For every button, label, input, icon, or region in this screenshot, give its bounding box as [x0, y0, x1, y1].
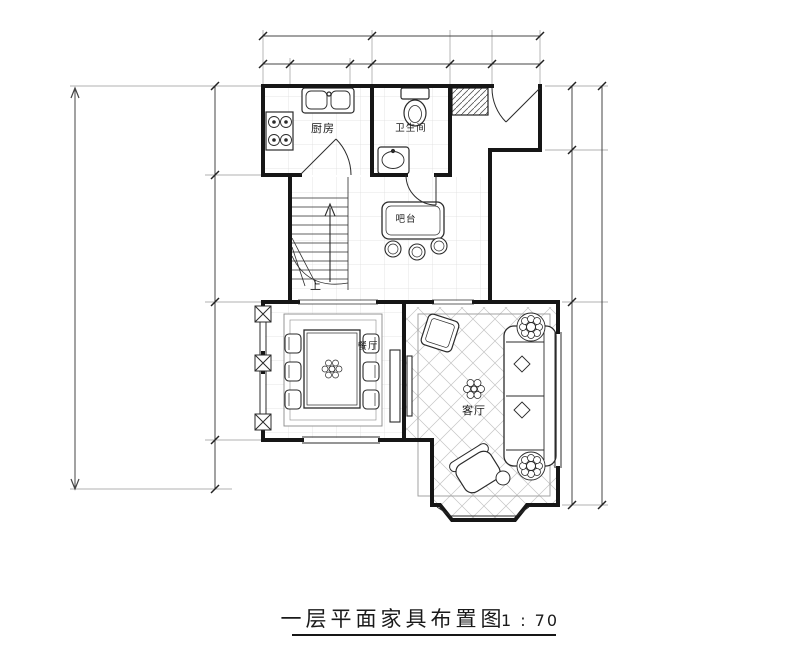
kitchen-door	[299, 138, 352, 176]
bathroom-door	[405, 174, 437, 206]
dining-chairs	[284, 333, 380, 410]
floor-cushion	[420, 313, 460, 353]
kitchen-sink	[301, 87, 355, 114]
dimension-lines	[70, 30, 608, 510]
windows	[254, 299, 562, 517]
dim-ticks-right	[567, 81, 577, 510]
sofa	[503, 325, 557, 467]
tv-panel	[406, 355, 413, 417]
armchair	[449, 443, 501, 494]
window-mullion-boxes	[254, 305, 272, 431]
wall-pier	[451, 87, 489, 116]
dim-ticks-right-outer	[597, 81, 607, 510]
drawing-scale: 1 : 70	[501, 611, 559, 630]
stairs-up-label: 上	[310, 279, 322, 292]
plant-top	[516, 312, 546, 342]
dining-table	[303, 329, 361, 409]
stove	[265, 111, 294, 151]
sideboard-cabinet	[389, 349, 401, 423]
plant-bottom	[516, 451, 546, 481]
dim-ticks-left	[210, 81, 220, 494]
toilet	[400, 87, 430, 127]
room-label-bar: 吧台	[395, 213, 416, 225]
side-table	[495, 470, 511, 486]
room-label-kitchen: 厨房	[311, 122, 335, 135]
washbasin	[377, 146, 410, 175]
stairs	[291, 177, 349, 290]
room-label-bathroom: 卫生间	[395, 122, 427, 134]
thresholds	[298, 299, 474, 305]
drawing-title: 一层平面家具布置图	[281, 607, 506, 631]
dim-ticks-top-outer	[258, 31, 545, 41]
room-label-living: 客厅	[462, 403, 486, 417]
room-label-dining: 餐厅	[357, 340, 378, 352]
bar-table	[381, 201, 448, 261]
entry-door	[491, 87, 541, 123]
dim-ticks-top	[258, 59, 545, 69]
center-flower	[463, 379, 485, 399]
